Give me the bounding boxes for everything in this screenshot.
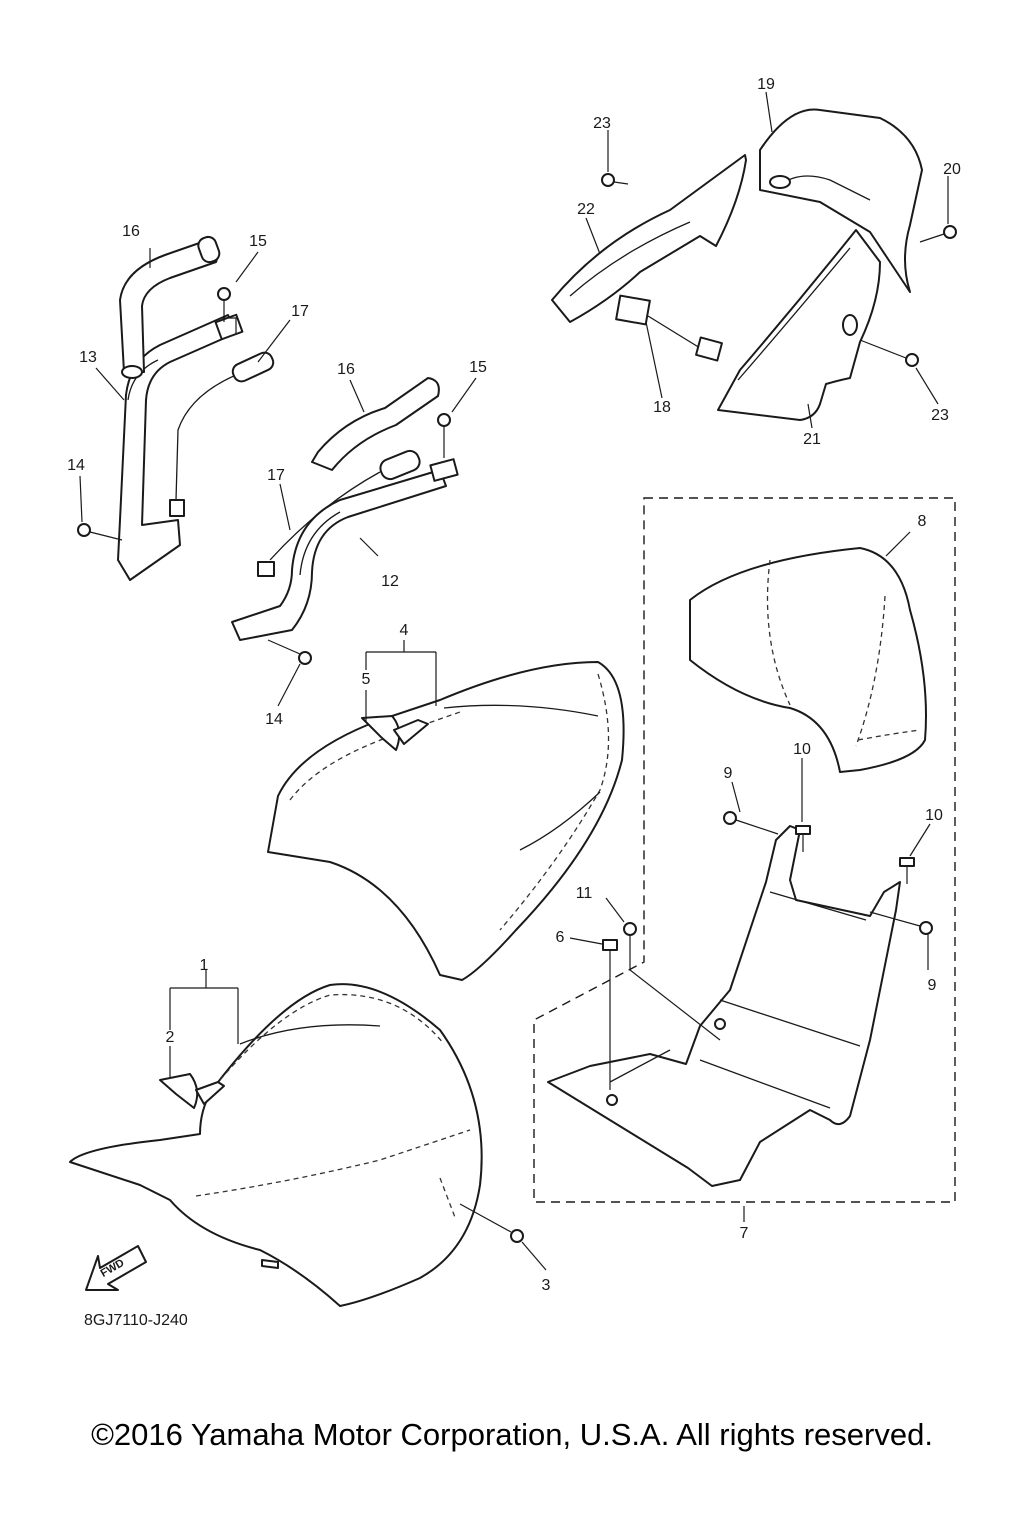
callout-17a: 17 — [291, 303, 309, 320]
callout-13: 13 — [79, 349, 97, 366]
backrest-pad — [689, 547, 927, 773]
bolt-9-lower — [869, 911, 933, 935]
callout-9b: 9 — [928, 977, 937, 994]
callout-4: 4 — [400, 622, 409, 639]
callout-1: 1 — [200, 957, 209, 974]
callout-18: 18 — [653, 399, 671, 416]
bolt-14-left — [77, 523, 123, 541]
callout-9a: 9 — [724, 765, 733, 782]
grab-handle-right — [231, 377, 459, 641]
callout-2: 2 — [166, 1029, 175, 1046]
passenger-seat — [267, 661, 625, 981]
bushing-10-upper — [795, 825, 811, 852]
harness-18 — [615, 294, 723, 362]
bolt-20 — [919, 225, 957, 243]
nut-6 — [602, 939, 618, 1090]
callout-22: 22 — [577, 201, 595, 218]
bolt-3 — [459, 1203, 524, 1243]
callout-14b: 14 — [265, 711, 283, 728]
rider-seat — [69, 983, 483, 1307]
callout-5: 5 — [362, 671, 371, 688]
bolt-23-bottom — [859, 339, 919, 367]
callout-15a: 15 — [249, 233, 267, 250]
backrest-assembly-box — [533, 497, 956, 1203]
callout-17b: 17 — [267, 467, 285, 484]
callout-20: 20 — [943, 161, 961, 178]
callout-3: 3 — [542, 1277, 551, 1294]
copyright-notice: ©2016 Yamaha Motor Corporation, U.S.A. A… — [91, 1417, 933, 1452]
callout-11: 11 — [576, 885, 593, 902]
side-cover-22 — [551, 154, 747, 323]
bushing-10-lower — [899, 857, 915, 884]
bolt-23-top — [601, 173, 629, 187]
callout-labels: 16 15 17 13 14 16 15 17 12 4 5 14 23 19 … — [67, 76, 961, 1329]
callout-12: 12 — [381, 573, 399, 590]
fwd-arrow-icon: FWD — [85, 1245, 147, 1291]
rear-cover-19 — [759, 108, 923, 293]
callout-15b: 15 — [469, 359, 487, 376]
callout-16a: 16 — [122, 223, 140, 240]
callout-14a: 14 — [67, 457, 85, 474]
callout-19: 19 — [757, 76, 775, 93]
callout-10b: 10 — [925, 807, 943, 824]
bolt-14-right — [267, 639, 312, 665]
leader-lines — [79, 91, 949, 1271]
callout-10a: 10 — [793, 741, 811, 758]
callout-21: 21 — [803, 431, 821, 448]
grab-handle-left — [117, 235, 275, 581]
callout-23a: 23 — [593, 115, 611, 132]
diagram-code: 8GJ7110-J240 — [84, 1312, 188, 1329]
side-cover-21 — [717, 229, 881, 421]
bolt-15-right — [437, 413, 451, 458]
bolt-11 — [623, 922, 721, 1041]
callout-8: 8 — [918, 513, 927, 530]
callout-23b: 23 — [931, 407, 949, 424]
callout-6: 6 — [556, 929, 565, 946]
callout-16b: 16 — [337, 361, 355, 378]
backrest-frame — [547, 825, 901, 1187]
callout-7: 7 — [740, 1225, 749, 1242]
bolt-15-left — [217, 287, 237, 334]
bolt-9-upper — [723, 811, 779, 835]
